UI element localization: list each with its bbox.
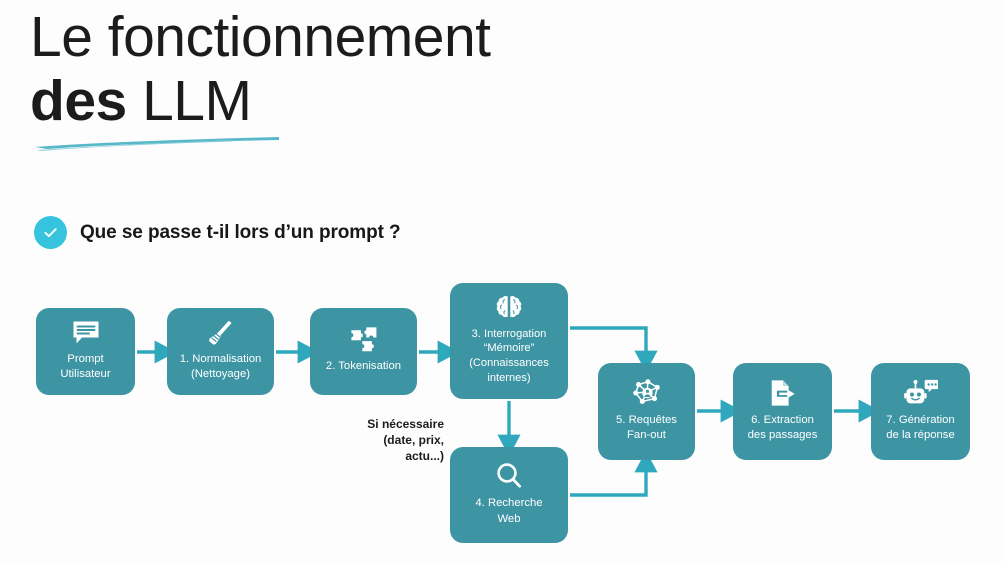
title-line-2-bold: des bbox=[30, 68, 127, 133]
flow-node-label: 2. Tokenisation bbox=[325, 360, 402, 373]
flow-node-generation-de-la-reponse[interactable]: 7. Génération de la réponse bbox=[871, 363, 970, 460]
document-export-icon bbox=[768, 378, 798, 408]
flow-node-requetes-fan-out[interactable]: 5. Requêtes Fan-out bbox=[598, 363, 695, 460]
branch-condition-caption: Si nécessaire (date, prix, actu...) bbox=[367, 417, 444, 464]
broom-icon bbox=[206, 319, 236, 347]
title-line-2: des LLM bbox=[30, 68, 730, 134]
flow-node-interrogation-memoire[interactable]: 3. Interrogation “Mémoire” (Connaissance… bbox=[450, 283, 568, 399]
flow-node-normalisation[interactable]: 1. Normalisation (Nettoyage) bbox=[167, 308, 274, 395]
flow-node-label: 7. Génération de la réponse bbox=[886, 413, 955, 441]
flow-node-label: 5. Requêtes Fan-out bbox=[616, 413, 677, 441]
puzzle-icon bbox=[349, 326, 379, 354]
robot-chat-icon bbox=[903, 378, 938, 408]
speech-bubble-icon bbox=[71, 319, 101, 347]
subtitle-row: Que se passe t-il lors d’un prompt ? bbox=[34, 216, 401, 249]
subtitle-text: Que se passe t-il lors d’un prompt ? bbox=[80, 221, 401, 243]
flow-node-label: 3. Interrogation “Mémoire” (Connaissance… bbox=[469, 327, 549, 384]
brain-icon bbox=[493, 295, 525, 322]
flow-node-prompt-utilisateur[interactable]: Prompt Utilisateur bbox=[36, 308, 135, 395]
title-line-1: Le fonctionnement bbox=[30, 5, 491, 69]
title-line-2-regular: LLM bbox=[126, 68, 252, 133]
flow-node-recherche-web[interactable]: 4. Recherche Web bbox=[450, 447, 568, 543]
check-circle-icon bbox=[34, 216, 67, 249]
flow-node-extraction-des-passages[interactable]: 6. Extraction des passages bbox=[733, 363, 832, 460]
magnifier-icon bbox=[494, 461, 524, 491]
flow-node-label: 6. Extraction des passages bbox=[747, 413, 818, 441]
network-graph-icon bbox=[630, 378, 664, 408]
flow-node-label: Prompt Utilisateur bbox=[60, 352, 111, 380]
page-title: Le fonctionnement des LLM bbox=[30, 5, 730, 134]
flow-node-tokenisation[interactable]: 2. Tokenisation bbox=[310, 308, 417, 395]
flow-node-label: 1. Normalisation (Nettoyage) bbox=[179, 352, 262, 380]
flow-node-label: 4. Recherche Web bbox=[475, 497, 543, 525]
